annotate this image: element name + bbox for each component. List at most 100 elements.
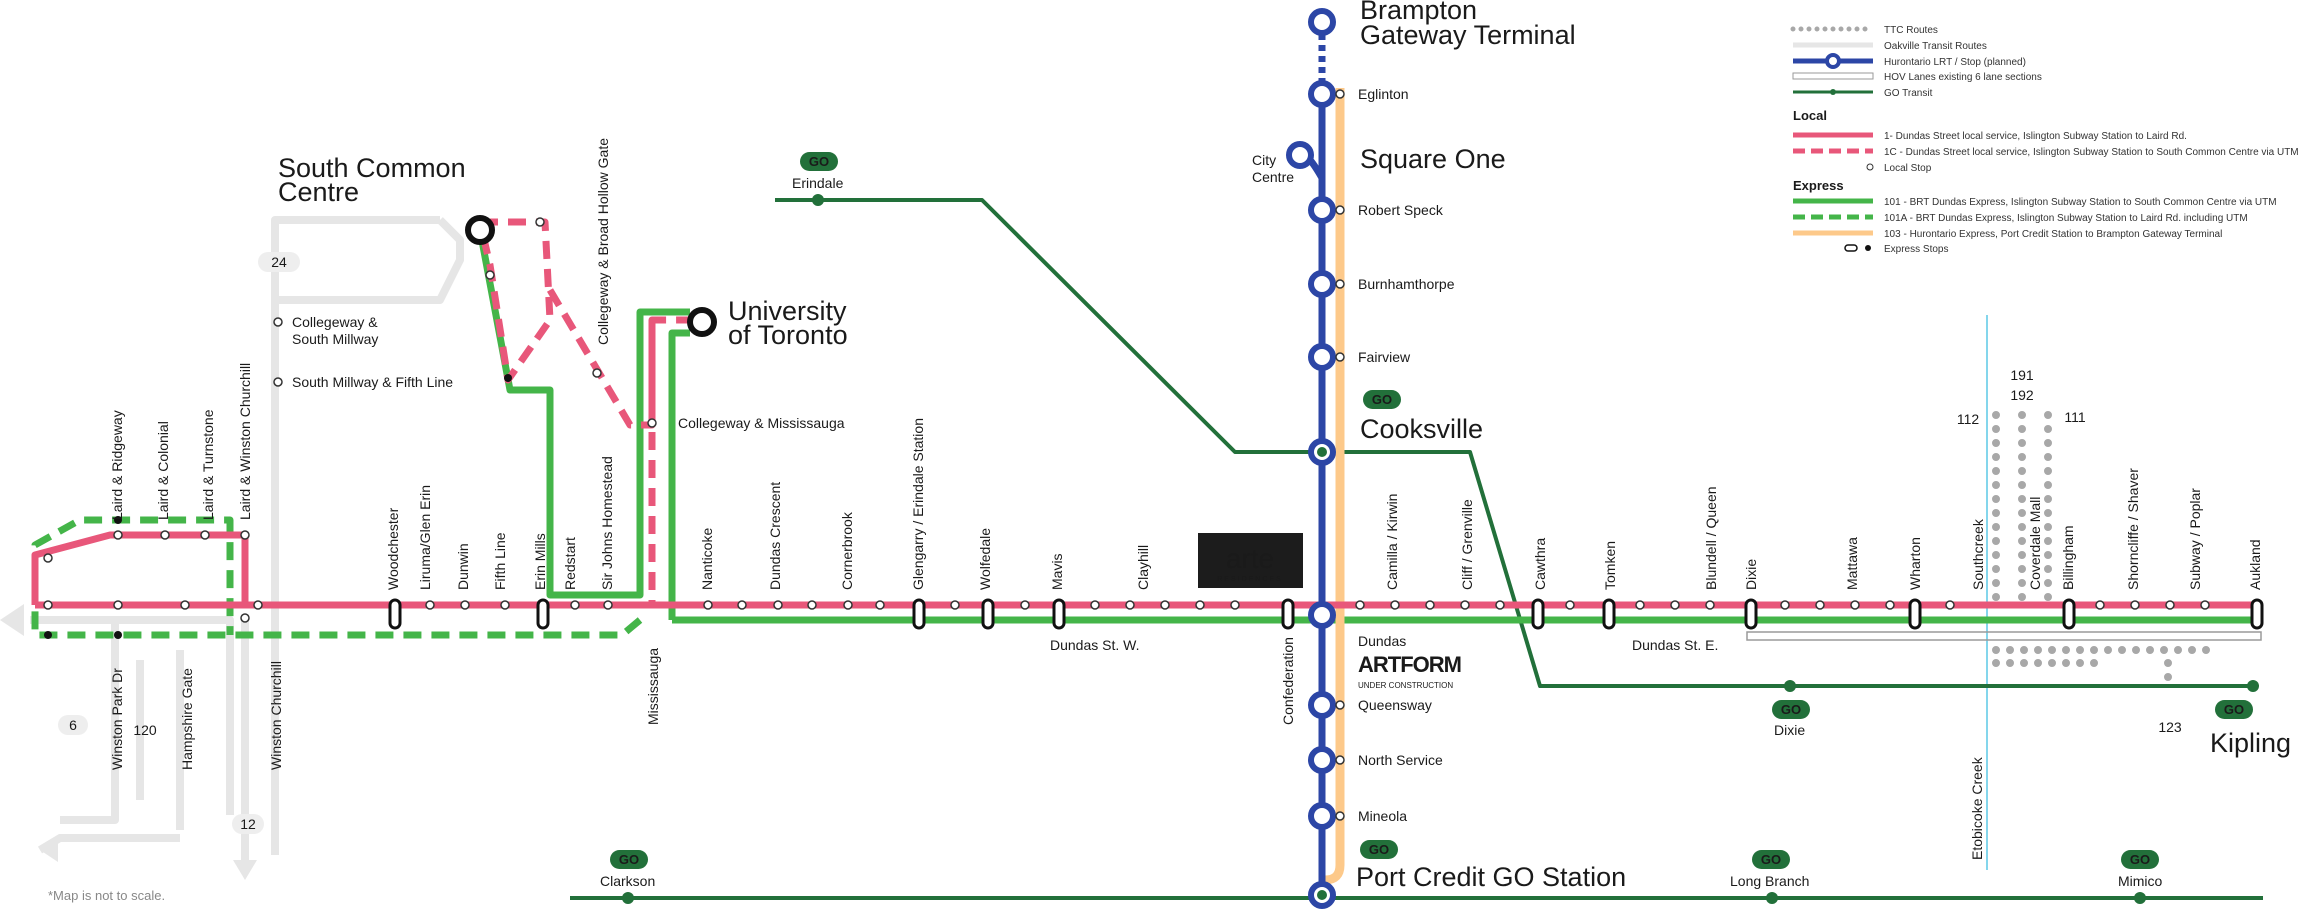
south-common-label-2: Centre	[278, 177, 359, 207]
svg-text:RESIDENCES: RESIDENCES	[1217, 576, 1283, 583]
erindale-label: Erindale	[792, 175, 844, 191]
svg-text:ARTFORM: ARTFORM	[1358, 652, 1461, 677]
svg-text:Express Stops: Express Stops	[1884, 244, 1948, 255]
svg-text:HOV Lanes existing 6 lane sect: HOV Lanes existing 6 lane sections	[1884, 72, 2042, 83]
dundas-stop-label: Cawthra	[1532, 538, 1548, 590]
dundas-stop-label: Woodchester	[385, 507, 401, 590]
svg-text:191: 191	[2010, 367, 2034, 383]
hurontario-express-103	[1324, 88, 1345, 885]
express-stops	[388, 598, 2264, 630]
dundas-stop-label: Coverdale Mall	[2027, 497, 2043, 590]
dundas-stop-label: Erin Mills	[532, 533, 548, 590]
svg-text:GO: GO	[1369, 842, 1389, 857]
svg-text:TTC Routes: TTC Routes	[1884, 25, 1938, 36]
west-arrow	[0, 604, 24, 636]
dundas-stop-label: Clayhill	[1135, 545, 1151, 590]
svg-text:101 - BRT Dundas Express, Isli: 101 - BRT Dundas Express, Islington Subw…	[1884, 197, 2277, 208]
square-one-label: Square One	[1360, 144, 1506, 174]
svg-text:12: 12	[240, 816, 256, 832]
dundas-stop-label: Camilla / Kirwin	[1384, 494, 1400, 590]
north-service-label: North Service	[1358, 752, 1443, 768]
dundas-stop-label: Subway / Poplar	[2187, 488, 2203, 590]
burnhamthorpe-label: Burnhamthorpe	[1358, 276, 1455, 292]
svg-text:GO: GO	[2130, 852, 2150, 867]
etobicoke-creek-label: Etobicoke Creek	[1969, 756, 1985, 860]
svg-text:192: 192	[2010, 387, 2034, 403]
cooksville-go-dot	[1317, 447, 1327, 457]
eglinton-label: Eglinton	[1358, 86, 1409, 102]
south-common-terminal	[465, 215, 495, 245]
west-stop-labels: Laird & Ridgeway Laird & Colonial Laird & …	[109, 363, 253, 520]
city-centre-label-2: Centre	[1252, 169, 1294, 185]
go-station-dots	[622, 194, 2259, 904]
legend: TTC Routes Oakville Transit Routes Huron…	[1790, 25, 2299, 255]
dundas-stop-label: Glengarry / Erindale Station	[910, 418, 926, 590]
svg-text:111: 111	[2064, 409, 2085, 425]
dundas-stop-label: Liruma/Glen Erin	[417, 485, 433, 590]
svg-text:GO: GO	[1372, 392, 1392, 407]
svg-text:Local: Local	[1793, 108, 1827, 123]
collegeway-broad-label: Collegeway & Broad Hollow Gate	[595, 138, 611, 345]
hov-lane	[1746, 631, 2262, 641]
oakville-arrow-down	[233, 860, 257, 880]
svg-text:GO: GO	[809, 154, 829, 169]
dundas-w-label: Dundas St. W.	[1050, 637, 1139, 653]
fairview-label: Fairview	[1358, 349, 1411, 365]
svg-text:1- Dundas Street local service: 1- Dundas Street local service, Islingto…	[1884, 131, 2187, 142]
brampton-label-2: Gateway Terminal	[1360, 20, 1576, 50]
ttc-routes	[1992, 411, 2224, 694]
svg-text:Oakville Transit Routes: Oakville Transit Routes	[1884, 41, 1987, 52]
dundas-stop-label: Aukland	[2247, 539, 2263, 590]
brampton-label: Brampton	[1360, 0, 1477, 25]
dundas-stop-label: Dunwin	[455, 543, 471, 590]
long-branch-label: Long Branch	[1730, 873, 1809, 889]
dundas-stop-label: Cornerbrook	[839, 511, 855, 590]
dundas-stop-label: Sir Johns Homestead	[599, 456, 615, 590]
mimico-label: Mimico	[2118, 873, 2163, 889]
svg-text:UNDER CONSTRUCTION: UNDER CONSTRUCTION	[1358, 681, 1453, 690]
winston-park-label: Winston Park Dr	[109, 668, 125, 770]
svg-text:24: 24	[271, 254, 287, 270]
west-stop-label: Laird & Turnstone	[200, 409, 216, 520]
dundas-e-label: Dundas St. E.	[1632, 637, 1718, 653]
dundas-stop-label: Billingham	[2060, 525, 2076, 590]
dundas-stop-label: Dundas Crescent	[767, 482, 783, 590]
dundas-stop-label: Mattawa	[1844, 537, 1860, 590]
svg-text:120: 120	[133, 722, 157, 738]
dundas-stop-label: Wolfedale	[977, 528, 993, 590]
svg-text:112: 112	[1957, 411, 1980, 427]
dundas-stop-label: Cliff / Grenville	[1459, 499, 1475, 590]
dundas-stop-label: Wharton	[1907, 537, 1923, 590]
dundas-stop-label: Blundell / Queen	[1703, 486, 1719, 590]
south-common-label: South Common	[278, 153, 466, 183]
svg-text:6: 6	[69, 717, 77, 733]
winston-churchill-label: Winston Churchill	[268, 661, 284, 770]
clarkson-label: Clarkson	[600, 873, 655, 889]
local-stops	[43, 89, 2210, 821]
svg-text:Local Stop: Local Stop	[1884, 163, 1932, 174]
west-stop-label: Laird & Colonial	[155, 421, 171, 520]
hampshire-label: Hampshire Gate	[179, 668, 195, 770]
svg-text:Express: Express	[1793, 178, 1844, 193]
svg-text:Hurontario LRT / Stop (planned: Hurontario LRT / Stop (planned)	[1884, 57, 2026, 68]
dundas-stop-label: Fifth Line	[492, 532, 508, 590]
oakville-arrow-left	[40, 838, 58, 862]
svg-text:GO: GO	[2224, 702, 2244, 717]
footnote: *Map is not to scale.	[48, 888, 165, 903]
go-lines	[570, 198, 2263, 900]
svg-text:GO: GO	[1761, 852, 1781, 867]
confederation-label: Confederation	[1280, 637, 1296, 725]
west-stop-label: Laird & Ridgeway	[109, 410, 125, 520]
express-101a	[31, 516, 643, 639]
svg-text:103 - Hurontario Express, Port: 103 - Hurontario Express, Port Credit St…	[1884, 229, 2222, 240]
city-centre-label: City	[1252, 152, 1276, 168]
go-logos: GO GO GO GO GO GO GO GO	[610, 152, 2253, 869]
cooksville-label: Cooksville	[1360, 414, 1483, 444]
port-credit-go-dot	[1317, 890, 1327, 900]
lrt-stops	[1286, 8, 1336, 909]
dundas-stop-label: Shorncliffe / Shaver	[2125, 468, 2141, 590]
svg-text:GO: GO	[1781, 702, 1801, 717]
dundas-stop-label: Redstart	[562, 537, 578, 590]
